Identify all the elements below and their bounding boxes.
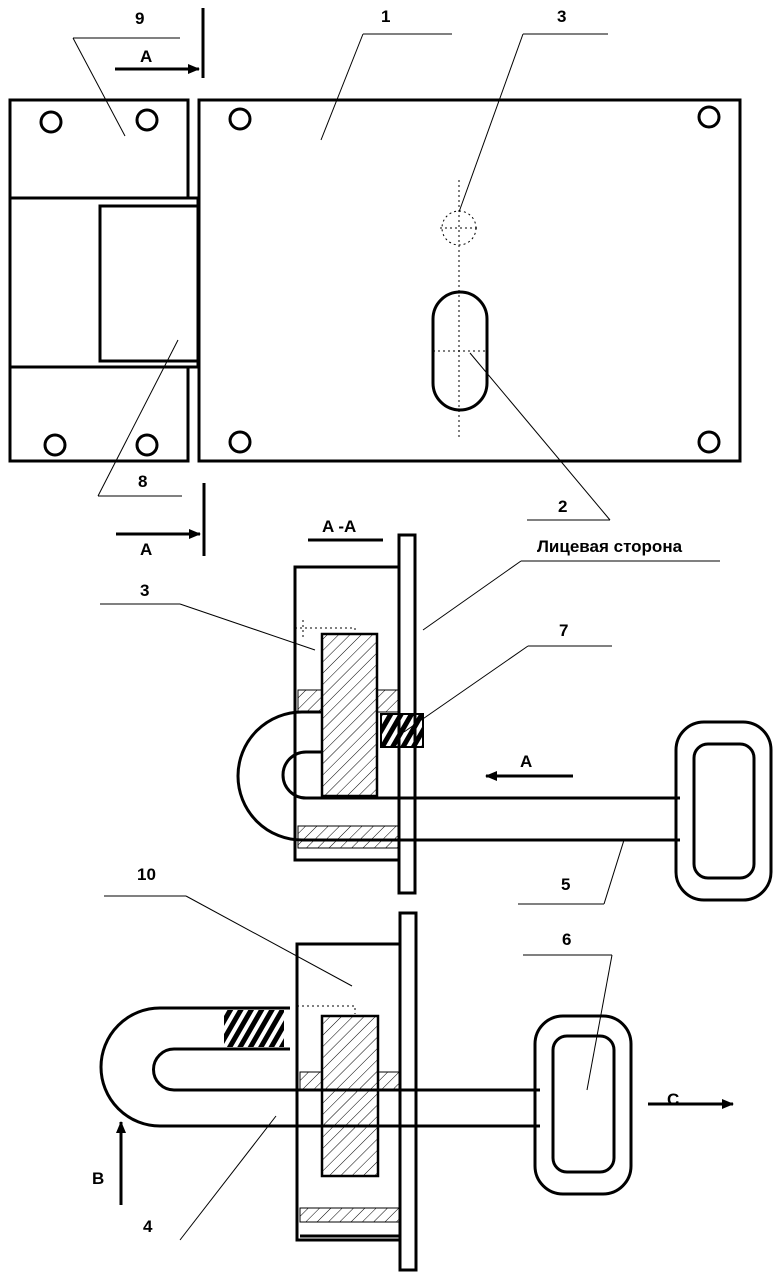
strike-plate-middle bbox=[8, 196, 200, 369]
arrow-c-label: C bbox=[667, 1090, 679, 1109]
bolt-section bbox=[320, 632, 379, 798]
callout-4: 4 bbox=[143, 1217, 153, 1236]
callout-2: 2 bbox=[558, 497, 567, 516]
spring-section bbox=[380, 713, 424, 748]
key-head-inner bbox=[692, 742, 756, 880]
key-head-outer bbox=[674, 720, 773, 902]
callout-10: 10 bbox=[137, 865, 156, 884]
screw-hole bbox=[135, 433, 159, 457]
screw-hole bbox=[39, 110, 63, 134]
screw-hole bbox=[43, 433, 67, 457]
section-view-locked: A -A A Лицевая сторона 3 bbox=[100, 517, 773, 905]
callout-3-top: 3 bbox=[557, 7, 566, 26]
callout-6: 6 bbox=[562, 930, 571, 949]
spring-section-2 bbox=[224, 1010, 284, 1047]
key-shank-2 bbox=[99, 1006, 540, 1128]
screw-hole bbox=[228, 107, 252, 131]
callout-7: 7 bbox=[559, 621, 568, 640]
bolt-section-2 bbox=[320, 1014, 380, 1178]
screw-hole bbox=[697, 105, 721, 129]
strike-plate-top bbox=[8, 98, 190, 200]
callout-5: 5 bbox=[561, 875, 570, 894]
bolt-tongue bbox=[98, 204, 200, 363]
section-label-bottom: A bbox=[140, 540, 152, 559]
screw-hole bbox=[228, 430, 252, 454]
callout-9: 9 bbox=[135, 9, 144, 28]
plan-view: A A 9 1 3 8 2 bbox=[8, 7, 742, 559]
callout-3-section: 3 bbox=[140, 581, 149, 600]
section-title: A -A bbox=[322, 517, 356, 536]
face-side-label: Лицевая сторона bbox=[537, 537, 683, 556]
screw-hole bbox=[135, 108, 159, 132]
key-head-inner-2 bbox=[551, 1034, 616, 1174]
key-head-outer-2 bbox=[533, 1014, 633, 1196]
section-label-top: A bbox=[140, 47, 152, 66]
strike-plate-bottom bbox=[8, 365, 190, 463]
section-view-unlocked: C B 10 6 4 bbox=[92, 865, 734, 1272]
arrow-a-label: A bbox=[520, 752, 532, 771]
callout-8: 8 bbox=[138, 472, 147, 491]
callout-1: 1 bbox=[381, 7, 390, 26]
key-shank bbox=[236, 710, 680, 842]
screw-hole bbox=[697, 430, 721, 454]
arrow-b-label: B bbox=[92, 1169, 104, 1188]
